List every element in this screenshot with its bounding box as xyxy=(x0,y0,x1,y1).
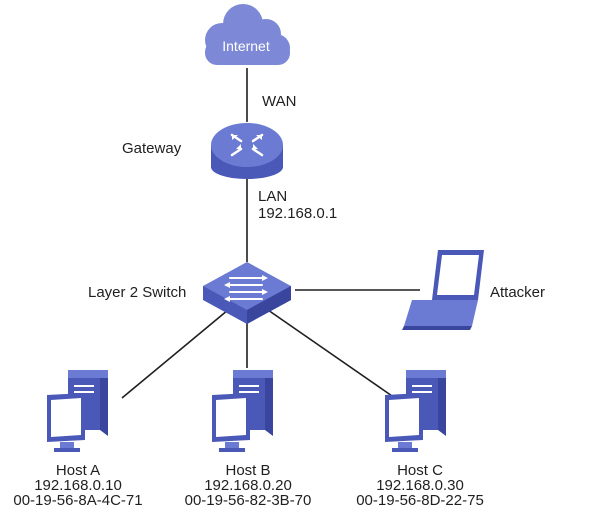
host-a-computer-icon xyxy=(47,370,108,452)
switch-icon xyxy=(203,262,291,324)
switch-label: Layer 2 Switch xyxy=(88,284,187,301)
host-a-name: Host A xyxy=(55,462,101,479)
host-c-ip: 192.168.0.30 xyxy=(376,477,464,494)
host-b-mac: 00-19-56-82-3B-70 xyxy=(184,492,312,509)
host-b-name: Host B xyxy=(225,462,271,479)
attacker-label: Attacker xyxy=(490,284,546,301)
connection-lines xyxy=(121,68,420,399)
host-b-ip: 192.168.0.20 xyxy=(204,477,292,494)
host-c-name: Host C xyxy=(397,462,443,479)
host-a-mac: 00-19-56-8A-4C-71 xyxy=(13,492,143,509)
host-c-link xyxy=(267,309,396,399)
gateway-router-icon xyxy=(211,123,283,179)
host-c-computer-icon xyxy=(385,370,446,452)
host-a-link xyxy=(121,309,229,399)
host-c-mac: 00-19-56-8D-22-75 xyxy=(356,492,484,509)
lan-label: LAN xyxy=(258,188,288,205)
host-b-computer-icon xyxy=(212,370,273,452)
lan-ip-label: 192.168.0.1 xyxy=(258,205,338,222)
internet-label: Internet xyxy=(222,38,270,54)
internet-cloud-icon xyxy=(205,4,290,65)
wan-label: WAN xyxy=(262,93,297,110)
host-a-ip: 192.168.0.10 xyxy=(34,477,122,494)
gateway-label: Gateway xyxy=(122,140,182,157)
attacker-laptop-icon xyxy=(402,250,484,330)
